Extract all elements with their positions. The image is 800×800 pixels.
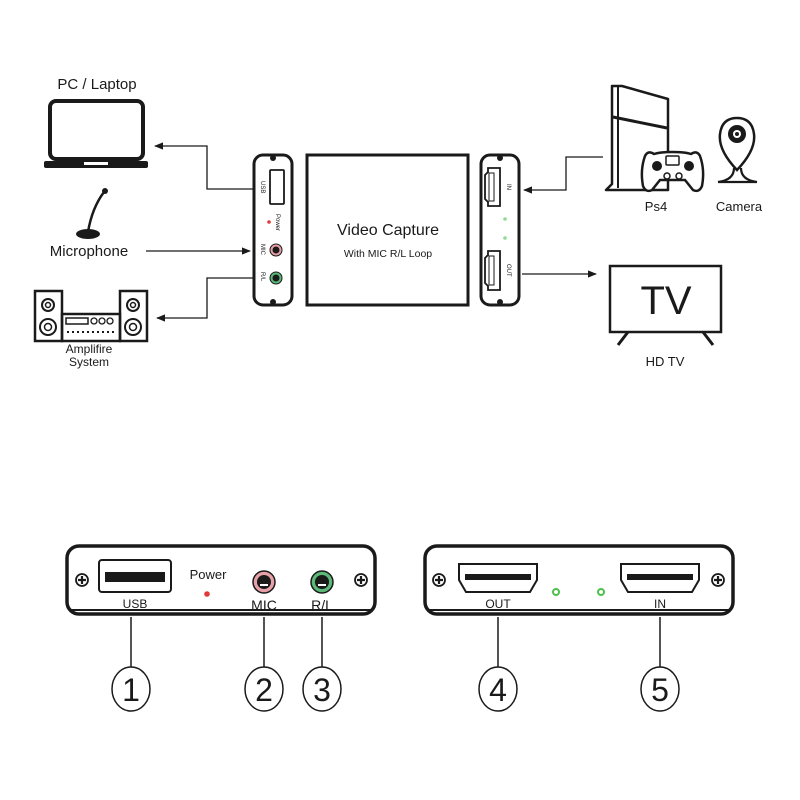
bottom-right-panel: OUT IN	[423, 544, 735, 616]
callout-2: 2	[244, 617, 284, 712]
callout-number-4: 4	[489, 672, 507, 708]
callout-1: 1	[111, 617, 151, 712]
tv-screen-text: TV	[640, 279, 691, 323]
capture-left-panel: USB Power MIC R/L	[252, 153, 294, 307]
status-led-2	[597, 588, 605, 596]
ps4-device: Ps4	[604, 84, 705, 214]
callout-4: 4	[478, 617, 518, 712]
webcam-icon	[717, 116, 758, 184]
ps4-to-box-arrow	[523, 156, 603, 194]
amplifier-device: Amplifire System	[33, 289, 149, 369]
usb-port	[98, 559, 172, 593]
microphone-icon	[76, 188, 108, 239]
callout-number-1: 1	[122, 672, 140, 708]
callout-3: 3	[302, 617, 342, 712]
rl-label-small: R/L	[259, 272, 265, 282]
status-led-small-2	[503, 236, 507, 240]
camera-label: Camera	[716, 199, 763, 214]
capture-box-title: Video Capture	[337, 222, 439, 239]
hdmi-out-port-small	[484, 250, 501, 291]
bottom-left-panel: USB Power MIC R/L	[65, 544, 377, 616]
out-label: OUT	[485, 597, 511, 611]
capture-box-body: Video Capture With MIC R/L Loop	[305, 153, 470, 307]
capture-right-panel: IN OUT	[479, 153, 521, 307]
amplifier-label-line1: Amplifire	[66, 342, 113, 356]
gamepad-icon	[640, 150, 705, 193]
amplifier-label-line2: System	[69, 355, 109, 369]
hd-tv-device: TV HD TV	[608, 264, 723, 369]
rl-label: R/L	[311, 597, 333, 613]
power-led-small	[267, 220, 271, 224]
stereo-system-icon	[33, 289, 149, 343]
hdmi-out-port	[458, 563, 538, 593]
usb-port-small	[269, 169, 285, 205]
in-label: IN	[654, 597, 666, 611]
microphone-label: Microphone	[50, 243, 128, 260]
pc-laptop-label: PC / Laptop	[57, 76, 136, 93]
in-label-small: IN	[505, 184, 511, 190]
status-led-small-1	[503, 217, 507, 221]
screw-icon	[711, 573, 725, 587]
camera-device: Camera	[716, 116, 763, 214]
mic-label-small: MIC	[259, 244, 265, 256]
power-led	[204, 591, 210, 597]
right-connections	[522, 156, 603, 278]
out-label-small: OUT	[505, 264, 511, 277]
callout-number-3: 3	[313, 672, 331, 708]
laptop-icon	[44, 99, 148, 168]
screw-icon	[432, 573, 446, 587]
capture-box-subtitle: With MIC R/L Loop	[344, 248, 432, 260]
callouts: 1 2 3 4 5	[111, 617, 680, 712]
status-led-1	[552, 588, 560, 596]
ps4-console-icon	[604, 84, 670, 192]
power-label-small: Power	[274, 214, 280, 231]
mic-jack	[252, 570, 276, 594]
mic-label: MIC	[251, 597, 277, 613]
rl-jack	[310, 570, 334, 594]
left-connections	[146, 142, 253, 322]
ps4-label: Ps4	[645, 199, 667, 214]
usb-label: USB	[123, 597, 148, 611]
hdmi-in-port	[620, 563, 700, 593]
hd-tv-label: HD TV	[646, 354, 685, 369]
rl-to-amplifier-arrow	[156, 277, 253, 322]
screw-icon	[354, 573, 368, 587]
usb-to-pc-arrow	[154, 142, 253, 190]
usb-label-small: USB	[259, 181, 265, 193]
pc-laptop-device: PC / Laptop	[44, 76, 148, 168]
hdmi-in-port-small	[484, 167, 501, 207]
microphone-device: Microphone	[50, 188, 128, 260]
tv-icon: TV	[608, 264, 723, 346]
callout-number-2: 2	[255, 672, 273, 708]
power-label: Power	[190, 567, 228, 582]
callout-number-5: 5	[651, 672, 669, 708]
callout-5: 5	[640, 617, 680, 712]
screw-icon	[75, 573, 89, 587]
